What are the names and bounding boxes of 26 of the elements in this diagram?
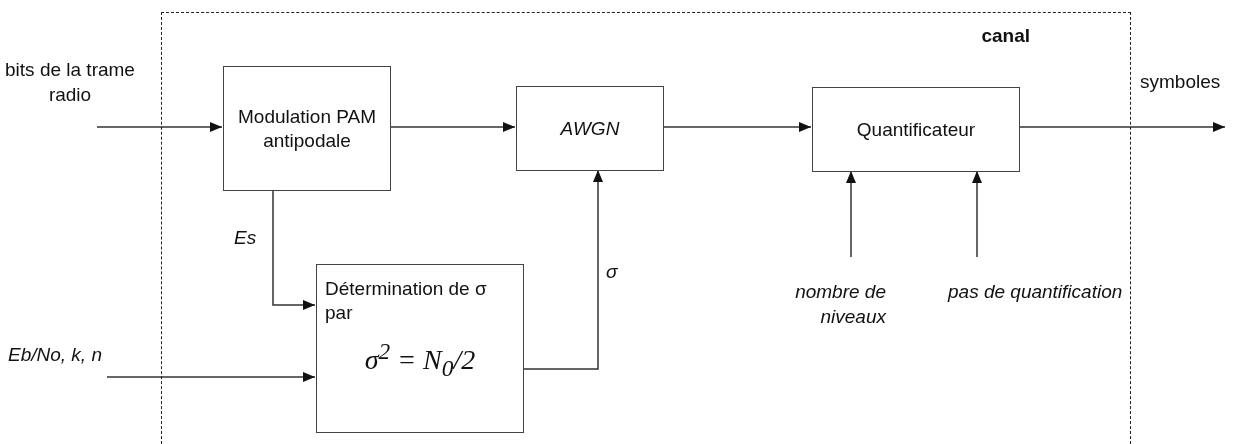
process-box (223, 66, 391, 191)
box-label: Quantificateur (856, 117, 976, 142)
box-label: Modulation PAM antipodale (237, 104, 377, 153)
arrow (96, 122, 223, 132)
arrow (846, 170, 856, 258)
arrow (1018, 122, 1226, 132)
arrow (972, 170, 982, 258)
signal-label: bits de la trame radio (4, 58, 136, 107)
parameter-label: pas de quantification (948, 280, 1124, 304)
process-box (316, 264, 524, 433)
signal-label: symboles (1140, 70, 1222, 94)
arrow (389, 122, 516, 132)
process-box (516, 86, 664, 171)
formula: σ$^{2}$ = N$_{0}$/2 (364, 336, 476, 383)
arrow (522, 169, 603, 370)
arrow (106, 372, 316, 382)
edge-label: Es (232, 228, 259, 247)
dashed-boundary (161, 12, 1131, 444)
group-title: canal (981, 25, 1030, 47)
parameter-label: nombre de niveaux (794, 280, 886, 329)
box-label: AWGN (560, 116, 620, 141)
box-label: Détermination de σ par (325, 277, 488, 325)
arrow (662, 122, 812, 132)
arrow (272, 189, 316, 310)
process-box (812, 87, 1020, 172)
signal-label: Eb/No, k, n (8, 343, 103, 367)
